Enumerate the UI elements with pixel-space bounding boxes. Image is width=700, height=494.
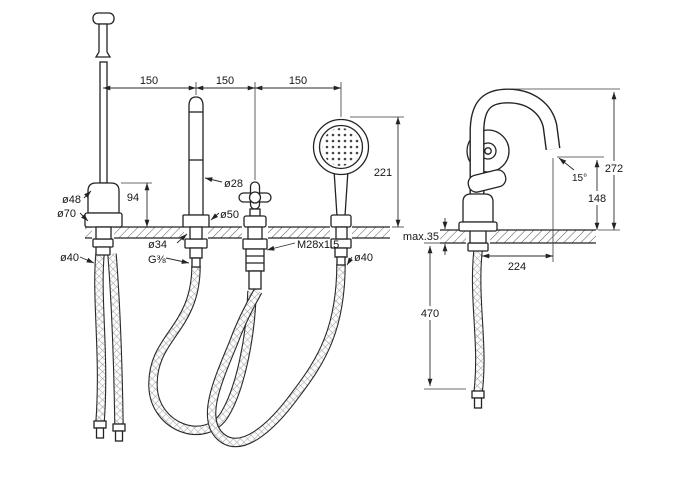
supply-hose-left-1 (99, 254, 102, 423)
spout-front (182, 96, 210, 240)
side-hose (467, 242, 489, 409)
dim-hose-diameter-left: ø40 (60, 252, 79, 264)
shower-spray-face (322, 128, 360, 166)
dim-hose-diameter-right: ø40 (354, 252, 373, 264)
dim-spacing-2: 150 (216, 75, 234, 87)
dim-supply-thread: G⅜ (148, 254, 167, 266)
under-deck-fittings (92, 238, 352, 442)
dim-deck-thickness: max.35 (403, 231, 439, 243)
spout-connection-hose (153, 266, 252, 430)
base-side (458, 221, 498, 232)
supply-hose-left-2 (112, 254, 119, 426)
front-dimensions: 150 150 150 94 221 ø48 ø70 ø28 ø50 ø34 G… (57, 75, 404, 266)
handle-side (467, 169, 507, 193)
mixer-handle (84, 12, 123, 240)
dim-shower-height: 221 (374, 167, 392, 179)
dim-hose-drop: 470 (421, 308, 439, 320)
tailpiece-side (469, 229, 487, 244)
dim-total-height: 272 (605, 163, 623, 175)
dim-spacing-3: 150 (289, 75, 307, 87)
dim-spacing-1: 150 (140, 75, 158, 87)
body-side (462, 193, 494, 223)
dim-outlet-height: 148 (588, 193, 606, 205)
dim-handle-height: 94 (127, 192, 139, 204)
hand-shower (312, 118, 370, 240)
dim-spout-base-diameter: ø50 (220, 209, 239, 221)
diverter-handle (238, 181, 272, 240)
side-dimensions: 272 148 15° 224 470 max.35 (403, 88, 629, 390)
dim-handle-top-diameter: ø48 (62, 194, 81, 206)
dim-spout-reach: 224 (508, 261, 526, 273)
faucet-side (458, 88, 561, 244)
dim-spout-diameter: ø28 (224, 178, 243, 190)
dim-spout-angle: 15° (572, 173, 587, 184)
dim-handle-base-diameter: ø70 (57, 208, 76, 220)
dim-shower-thread: M28x1.5 (297, 239, 339, 251)
side-view: 272 148 15° 224 470 max.35 (403, 88, 629, 409)
front-view: 150 150 150 94 221 ø48 ø70 ø28 ø50 ø34 G… (57, 12, 404, 443)
dim-hole-diameter: ø34 (148, 239, 167, 251)
shower-hose (212, 264, 341, 443)
spout-side (469, 88, 561, 200)
